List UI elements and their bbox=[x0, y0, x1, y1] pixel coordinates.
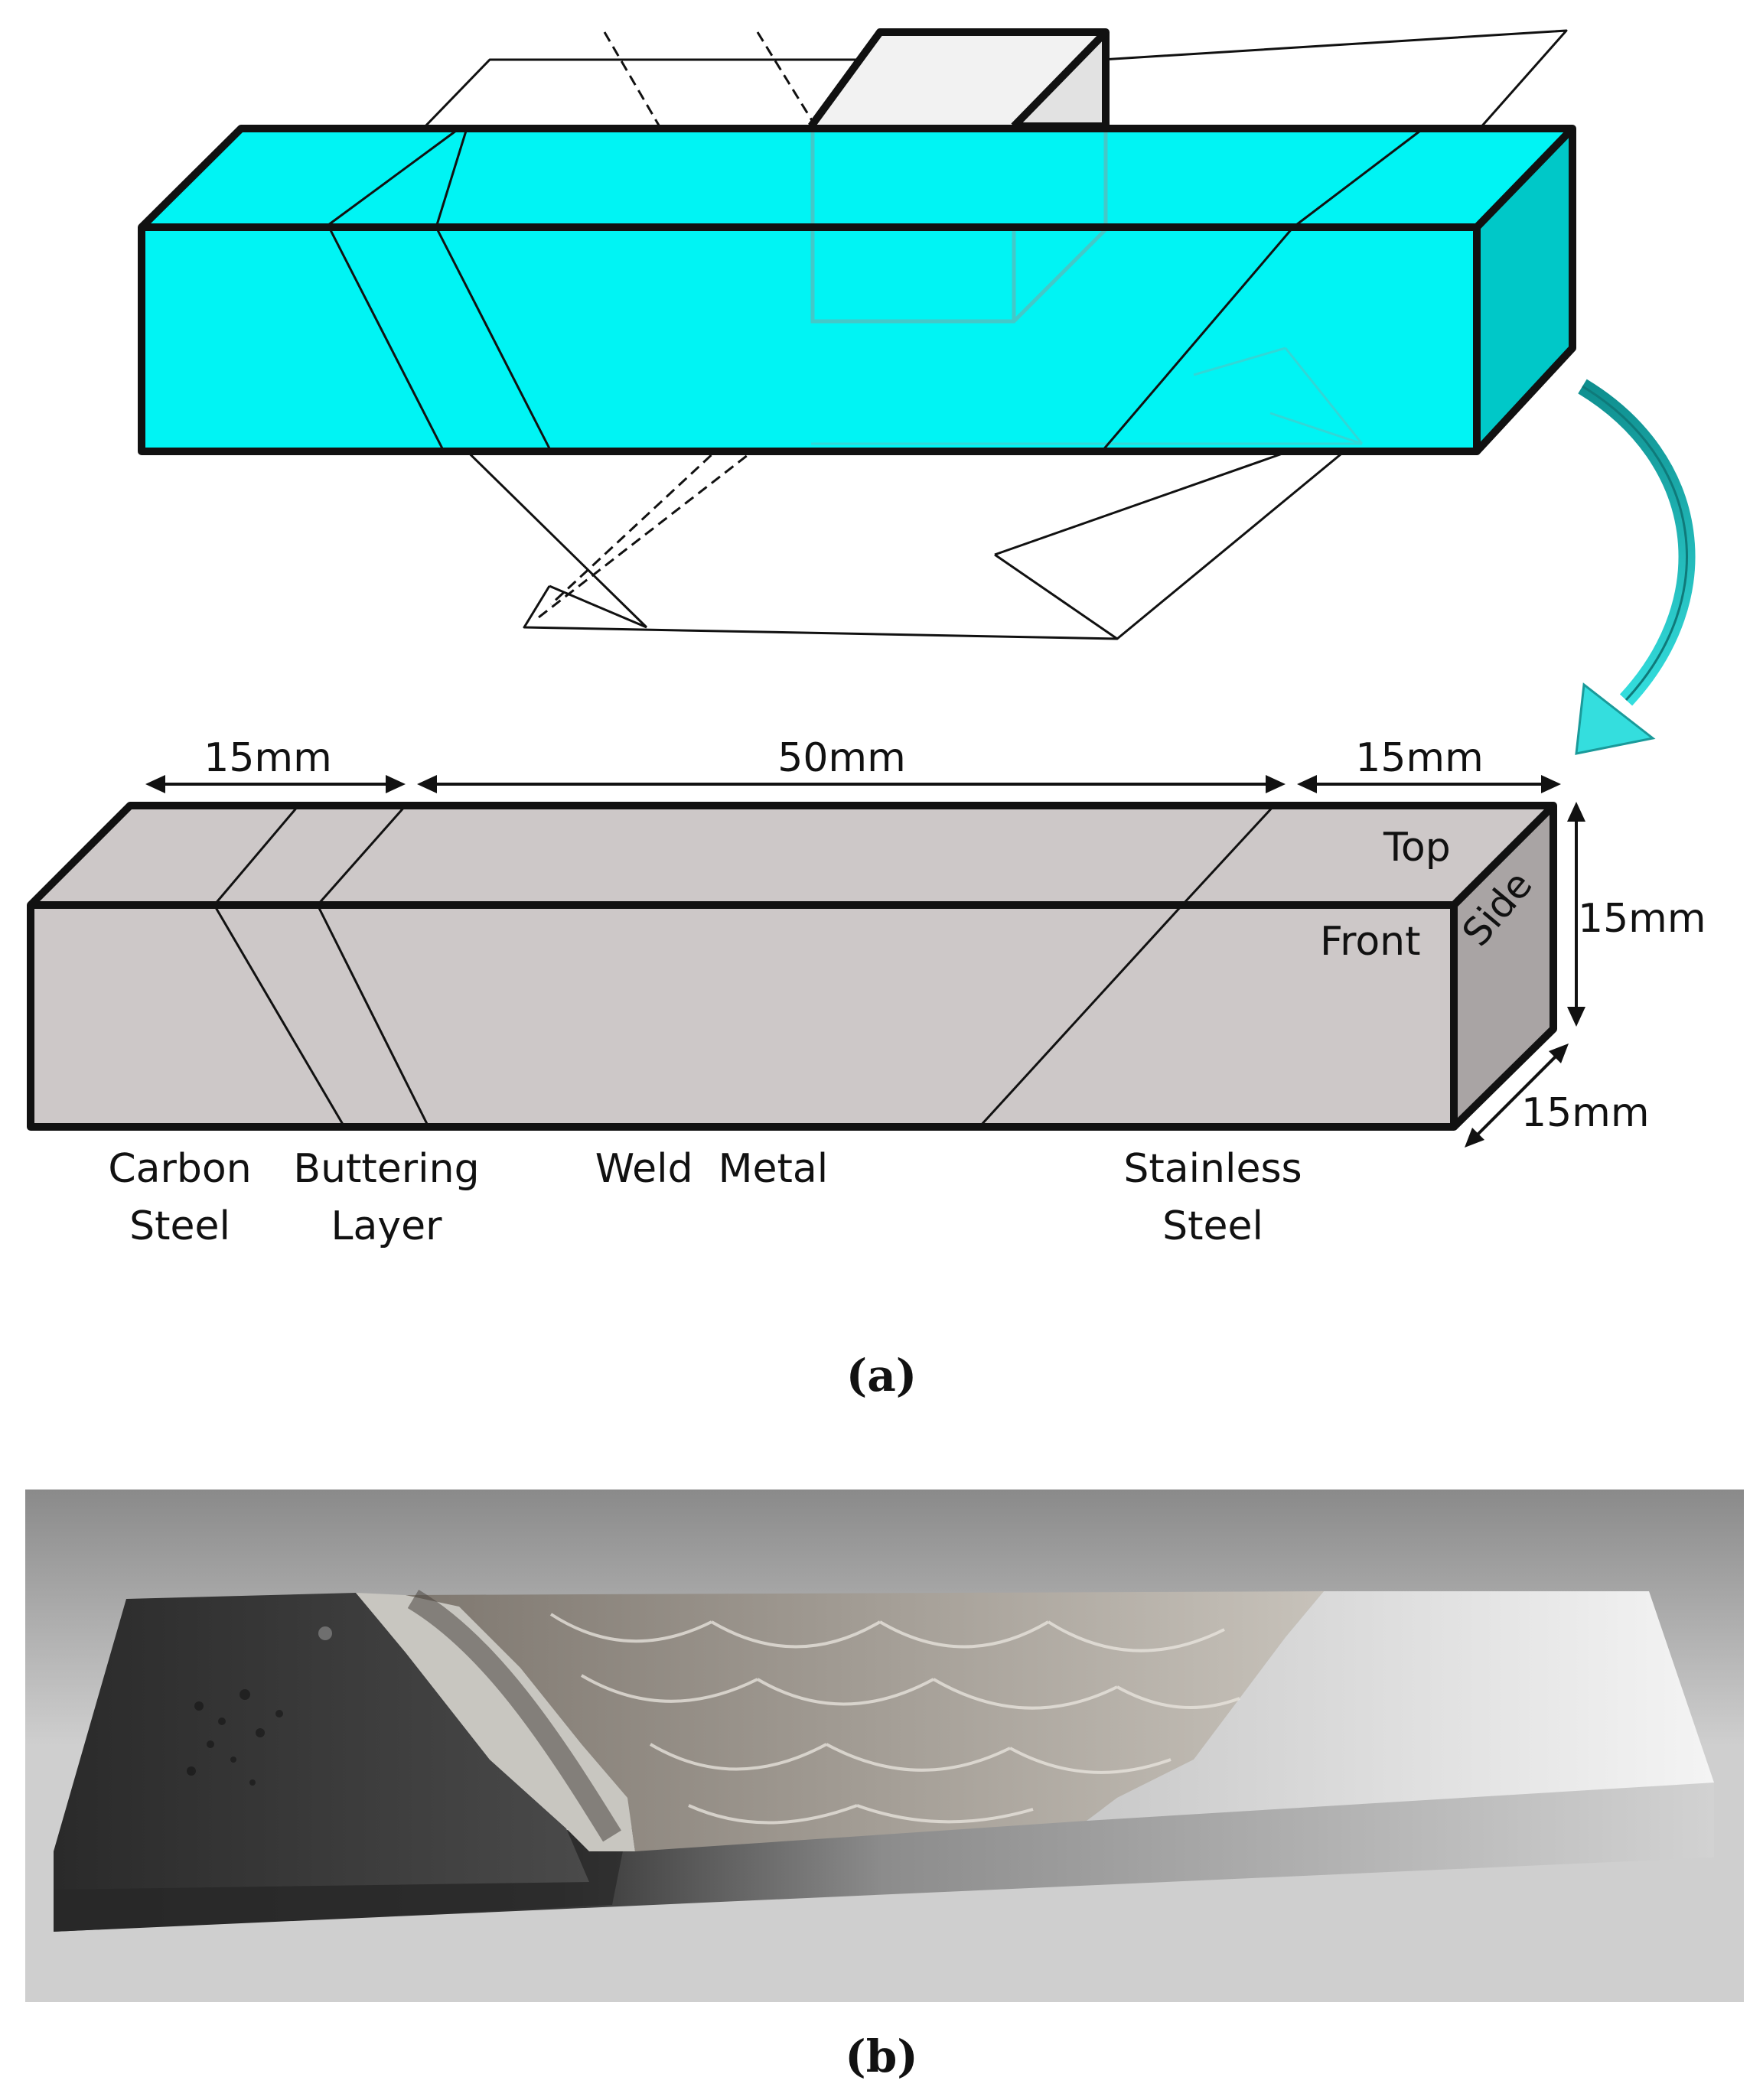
specimen-bar-gray: 15mm 50mm 15mm Top Side Front bbox=[27, 735, 1706, 1249]
dim-height-label: 15mm bbox=[1578, 896, 1706, 942]
carbon-steel-label-2: Steel bbox=[129, 1203, 230, 1249]
photo-buttering-layer bbox=[356, 1593, 635, 1851]
region-labels: Carbon Steel Buttering Layer Weld Metal … bbox=[108, 1146, 1302, 1249]
carbon-steel-specks bbox=[187, 1626, 332, 1786]
caption-b: (b) bbox=[845, 2030, 917, 2082]
face-front-label: Front bbox=[1320, 919, 1421, 965]
dim-depth-label: 15mm bbox=[1521, 1090, 1649, 1136]
specimen-photo bbox=[25, 1490, 1744, 2002]
buttering-layer-label-1: Buttering bbox=[293, 1146, 479, 1192]
face-top-label: Top bbox=[1383, 825, 1451, 871]
dimension-arrows-top bbox=[145, 775, 1561, 793]
buttering-streak bbox=[407, 1589, 621, 1842]
dimension-arrows-right bbox=[1465, 802, 1585, 1148]
weld-metal-label: Weld Metal bbox=[595, 1146, 828, 1192]
region-boundaries bbox=[213, 804, 1276, 1128]
dim-left-label: 15mm bbox=[204, 735, 331, 781]
gray-top-face bbox=[31, 806, 1553, 905]
specimen-bar-cyan bbox=[138, 125, 1576, 455]
dim-center-label: 50mm bbox=[777, 735, 905, 781]
stainless-steel-label-2: Steel bbox=[1162, 1203, 1263, 1249]
carbon-steel-label-1: Carbon bbox=[108, 1146, 251, 1192]
caption-a: (a) bbox=[846, 1350, 917, 1402]
stainless-steel-label-1: Stainless bbox=[1123, 1146, 1302, 1192]
photo-weld-metal bbox=[406, 1591, 1324, 1851]
weld-ripples bbox=[549, 1613, 1240, 1825]
curved-arrow bbox=[1575, 379, 1696, 755]
weld-joint-sketch bbox=[138, 28, 1696, 755]
gray-front-face bbox=[31, 905, 1454, 1127]
photo-carbon-steel bbox=[54, 1593, 589, 1890]
dim-right-label: 15mm bbox=[1355, 735, 1483, 781]
cyan-top-face bbox=[142, 129, 1572, 227]
buttering-layer-label-2: Layer bbox=[331, 1203, 443, 1249]
photo-stainless-steel bbox=[1087, 1591, 1714, 1821]
gray-side-face bbox=[1454, 806, 1553, 1127]
cyan-front-face bbox=[142, 227, 1477, 451]
